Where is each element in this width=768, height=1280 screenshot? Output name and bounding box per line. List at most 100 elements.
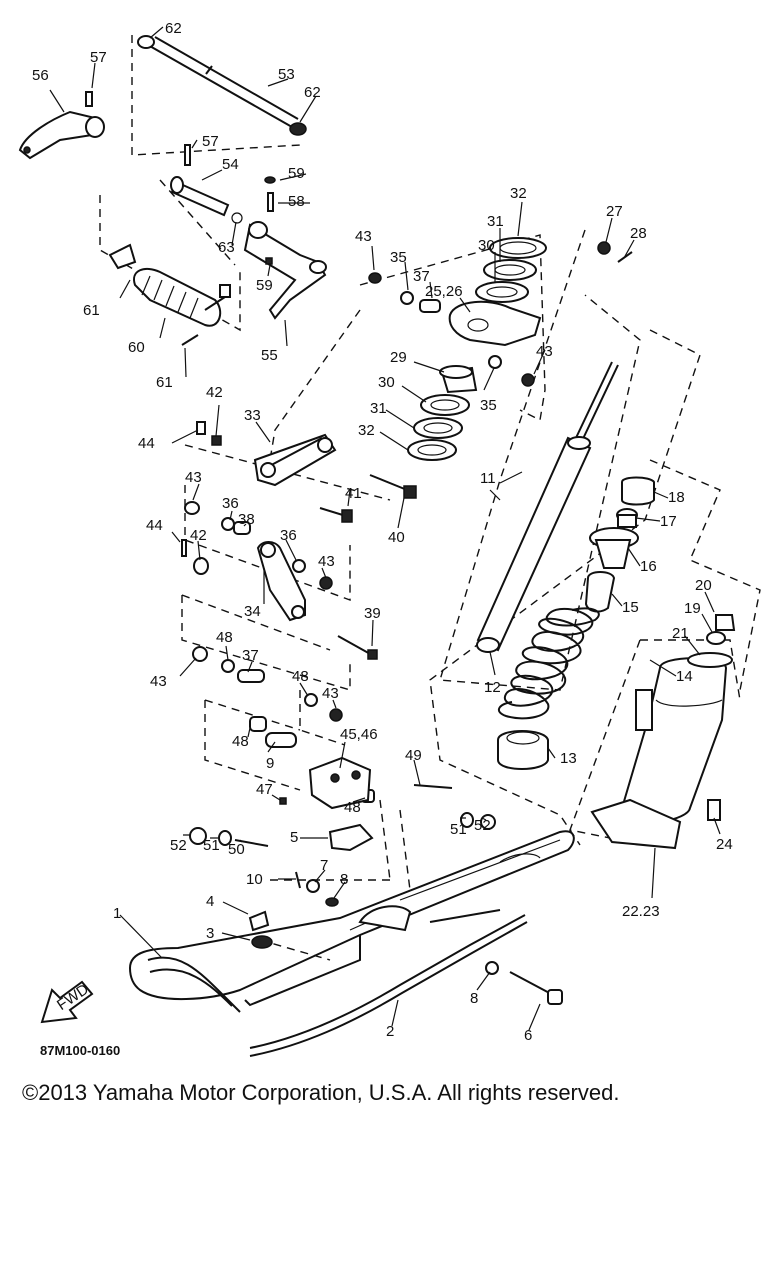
callout-45-46: 45,46 [340,726,378,743]
callout-27: 27 [606,203,623,220]
ski-1 [128,830,575,1013]
shaft-53 [137,35,307,136]
callout-1: 1 [113,905,121,922]
callout-34: 34 [244,603,261,620]
callout-13: 13 [560,750,577,767]
callout-30: 30 [378,374,395,391]
callout-19: 19 [684,600,701,617]
callout-21: 21 [672,625,689,642]
copyright-notice: ©2013 Yamaha Motor Corporation, U.S.A. A… [22,1080,620,1105]
callout-29: 29 [390,349,407,366]
callout-59: 59 [256,277,273,294]
callout-25-26: 25,26 [425,283,463,300]
callout-62: 62 [165,20,182,37]
callout-49: 49 [405,747,422,764]
callout-8: 8 [340,871,348,888]
callout-41: 41 [345,485,362,502]
callout-20: 20 [695,577,712,594]
callout-32: 32 [358,422,375,439]
link-33 [196,421,417,523]
callout-42: 42 [190,527,207,544]
callout-59: 59 [288,165,305,182]
callout-43: 43 [150,673,167,690]
shock-absorber-11 [476,361,619,653]
arm-56 [18,91,105,160]
callout-52: 52 [170,837,187,854]
callout-56: 56 [32,67,49,84]
callout-6: 6 [524,1027,532,1044]
callout-58: 58 [288,193,305,210]
callout-11: 11 [480,470,496,487]
callout-22-23: 22.23 [622,903,660,920]
callout-43: 43 [318,553,335,570]
callout-50: 50 [228,841,245,858]
callout-51: 51 [450,821,467,838]
callout-44: 44 [146,517,163,534]
callout-2: 2 [386,1023,394,1040]
callout-42: 42 [206,384,223,401]
callout-40: 40 [388,529,405,546]
callout-39: 39 [364,605,381,622]
callout-30: 30 [478,237,495,254]
grip-60 [108,243,231,346]
drawing-code: 87M100-0160 [40,1043,121,1058]
exploded-parts-diagram: FWD 62 57 53 56 62 57 54 59 58 63 61 59 … [18,20,761,1057]
callout-63: 63 [218,239,235,256]
pin-54 [170,144,276,224]
lever-55 [243,221,327,320]
callout-57: 57 [90,49,107,66]
small-hardware [181,272,563,1005]
callout-43: 43 [536,343,553,360]
callout-52: 52 [474,817,491,834]
callout-18: 18 [668,489,685,506]
callout-28: 28 [630,225,647,242]
callout-7: 7 [320,857,328,874]
callout-31: 31 [370,400,387,417]
callout-9: 9 [266,755,274,772]
callout-4: 4 [206,893,214,910]
callout-16: 16 [640,558,657,575]
callout-55: 55 [261,347,278,364]
callout-48: 48 [292,668,309,685]
callout-44: 44 [138,435,155,452]
callout-43: 43 [355,228,372,245]
callout-61: 61 [83,302,100,319]
callout-12: 12 [484,679,501,696]
runner-2 [249,909,528,1057]
bracket-34 [256,541,378,660]
callout-35: 35 [480,397,497,414]
spring-assembly [497,476,655,770]
callout-14: 14 [676,668,693,685]
callout-43: 43 [185,469,202,486]
fwd-arrow-icon: FWD [40,980,94,1024]
callout-51: 51 [203,837,220,854]
callout-17: 17 [660,513,677,530]
callout-labels: 62 57 53 56 62 57 54 59 58 63 61 59 60 5… [32,20,733,1044]
callout-37: 37 [242,647,259,664]
callout-35: 35 [390,249,407,266]
callout-33: 33 [244,407,261,424]
callout-10: 10 [246,871,263,888]
callout-31: 31 [487,213,504,230]
shock-body-22-23 [590,614,736,850]
callout-60: 60 [128,339,145,356]
callout-61: 61 [156,374,173,391]
callout-3: 3 [206,925,214,942]
callout-37: 37 [413,268,430,285]
callout-48: 48 [232,733,249,750]
callout-38: 38 [238,511,255,528]
callout-48: 48 [216,629,233,646]
callout-5: 5 [290,829,298,846]
callout-24: 24 [716,836,733,853]
callout-54: 54 [222,156,239,173]
callout-8: 8 [470,990,478,1007]
leader-lines [49,26,721,1031]
callout-62: 62 [304,84,321,101]
callout-47: 47 [256,781,273,798]
callout-43: 43 [322,685,339,702]
callout-15: 15 [622,599,639,616]
callout-48: 48 [344,799,361,816]
callout-57: 57 [202,133,219,150]
callout-53: 53 [278,66,295,83]
callout-32: 32 [510,185,527,202]
